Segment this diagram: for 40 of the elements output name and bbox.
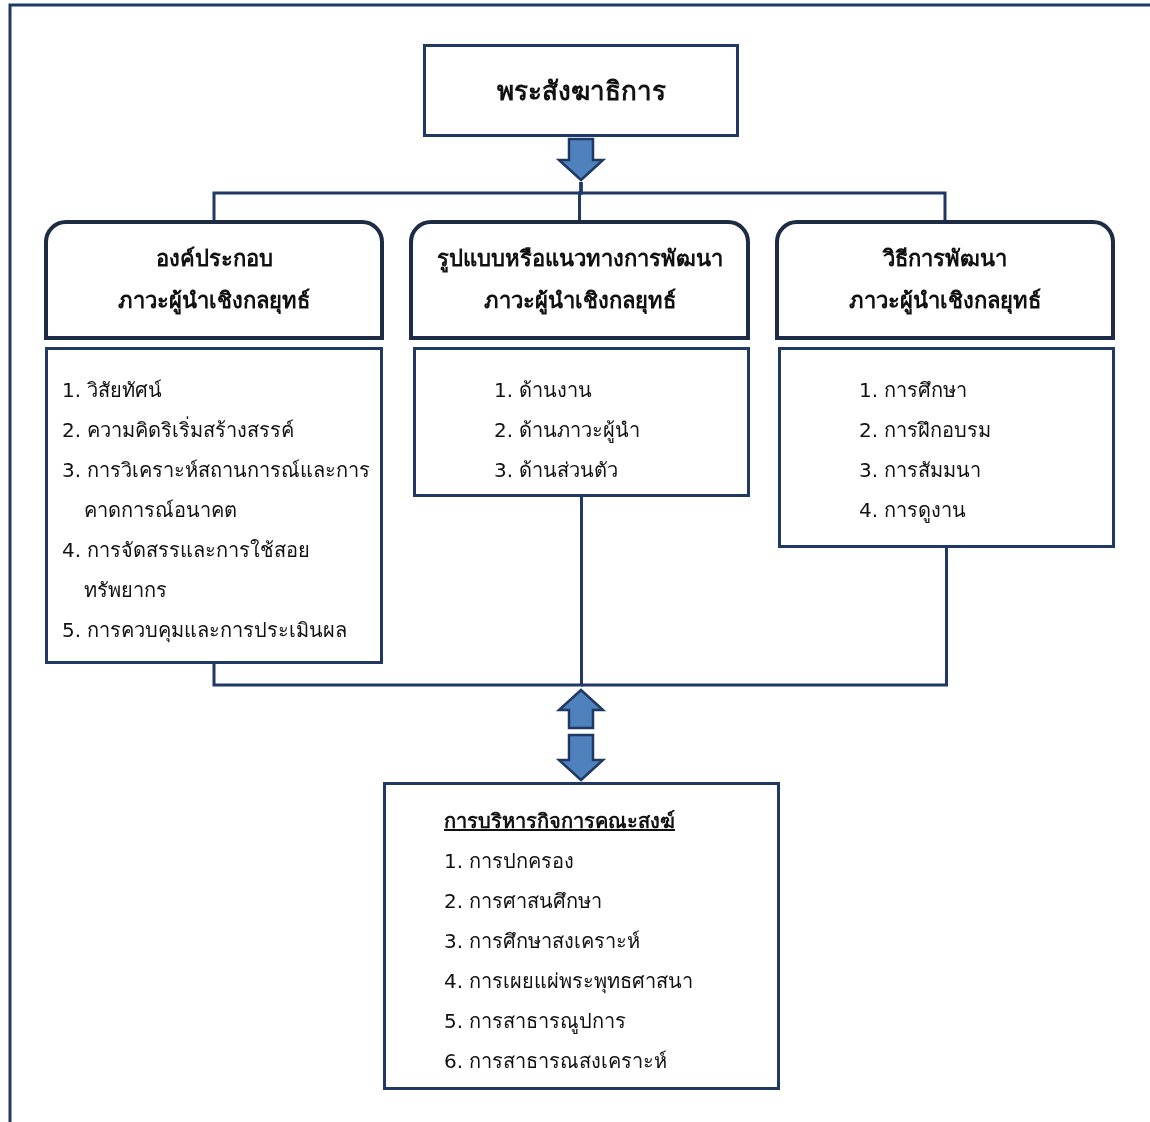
list-item: 2. ความคิดริเริ่มสร้างสรรค์ bbox=[62, 415, 296, 444]
list-box bbox=[778, 347, 1115, 548]
header-tab bbox=[775, 220, 1115, 340]
box-heading: ภาวะผู้นำเชิงกลยุทธ์ bbox=[483, 287, 676, 317]
box-heading: การบริหารกิจการคณะสงฆ์ bbox=[444, 808, 675, 835]
connector-line bbox=[212, 664, 581, 687]
list-item: 2. ด้านภาวะผู้นำ bbox=[494, 417, 642, 445]
list-item: 1. ด้านงาน bbox=[494, 377, 594, 404]
role-box bbox=[423, 44, 739, 137]
box-heading: ภาวะผู้นำเชิงกลยุทธ์ bbox=[849, 287, 1041, 317]
list-item: 4. การจัดสรรและการใช้สอยทรัพยากร bbox=[62, 537, 312, 604]
header-tab bbox=[44, 220, 384, 340]
header-tab bbox=[409, 220, 750, 340]
list-item: 3. การสัมมนา bbox=[859, 457, 983, 484]
list-item: 3. การศึกษาสงเคราะห์ bbox=[444, 928, 642, 955]
list-item: 4. การเผยแผ่พระพุทธศาสนา bbox=[444, 968, 695, 996]
list-box bbox=[45, 347, 383, 664]
connector-line bbox=[579, 182, 947, 220]
box-heading: ภาวะผู้นำเชิงกลยุทธ์ bbox=[118, 287, 310, 317]
list-box bbox=[413, 347, 750, 497]
box-heading: องค์ประกอบ bbox=[155, 245, 273, 273]
list-item: 5. การควบคุมและการประเมินผล bbox=[62, 617, 349, 645]
list-box bbox=[383, 782, 780, 1090]
list-item: 3. การวิเคราะห์สถานการณ์และการคาดการณ์อนาคต bbox=[62, 457, 372, 524]
list-item: 1. การศึกษา bbox=[859, 377, 969, 404]
list-item: 6. การสาธารณสงเคราะห์ bbox=[444, 1048, 669, 1075]
list-item: 2. การศาสนศึกษา bbox=[444, 888, 604, 915]
list-item: 3. ด้านส่วนตัว bbox=[494, 457, 620, 484]
list-item: 4. การดูงาน bbox=[859, 497, 968, 525]
block-arrow bbox=[555, 733, 607, 782]
list-item: 1. วิสัยทัศน์ bbox=[62, 377, 164, 404]
list-item: 5. การสาธารณูปการ bbox=[444, 1008, 628, 1036]
box-heading: วิธีการพัฒนา bbox=[883, 245, 1007, 273]
connector-line bbox=[579, 497, 583, 687]
connector-line bbox=[581, 548, 948, 687]
box-heading: รูปแบบหรือแนวทางการพัฒนา bbox=[436, 245, 723, 275]
block-arrow bbox=[555, 137, 607, 182]
box-heading: พระสังฆาธิการ bbox=[496, 74, 666, 108]
list-item: 1. การปกครอง bbox=[444, 848, 576, 875]
list-item: 2. การฝึกอบรม bbox=[859, 417, 993, 444]
